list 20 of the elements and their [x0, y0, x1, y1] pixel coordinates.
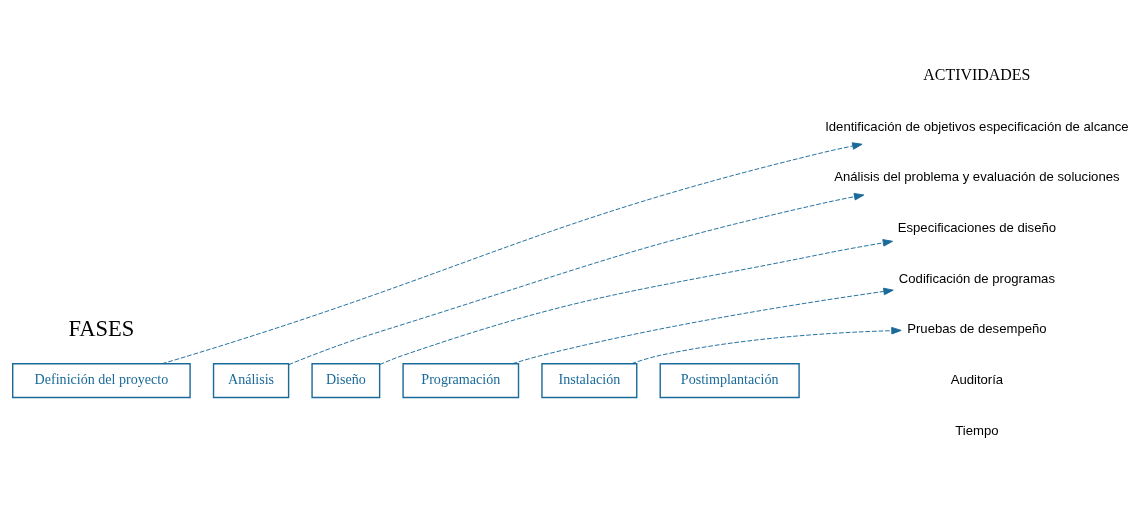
node-box: Programación [402, 362, 520, 398]
node-box: Diseño [311, 362, 381, 398]
node-box: Instalación [541, 362, 638, 398]
node-text: Especificaciones de diseño [897, 219, 1057, 235]
label: Auditoría [950, 371, 1004, 387]
arrow [511, 287, 894, 364]
label: FASES [68, 315, 135, 341]
label: ACTIVIDADES [923, 65, 1031, 83]
node-text: Identificación de objetivos especificación de alcance [825, 118, 1129, 134]
arrow [161, 141, 863, 364]
node-text: Codificación de programas [898, 270, 1055, 286]
node-box: Definición del proyecto [12, 362, 191, 398]
arrow [631, 326, 902, 364]
node-text: Pruebas de desempeño [907, 320, 1047, 336]
arrow [379, 238, 894, 365]
arrow [288, 192, 865, 365]
node-box: Postimplantación [659, 362, 800, 398]
node-text: Análisis del problema y evaluación de soluciones [834, 168, 1120, 184]
label: Tiempo [955, 422, 999, 438]
node-box: Análisis [212, 362, 290, 398]
